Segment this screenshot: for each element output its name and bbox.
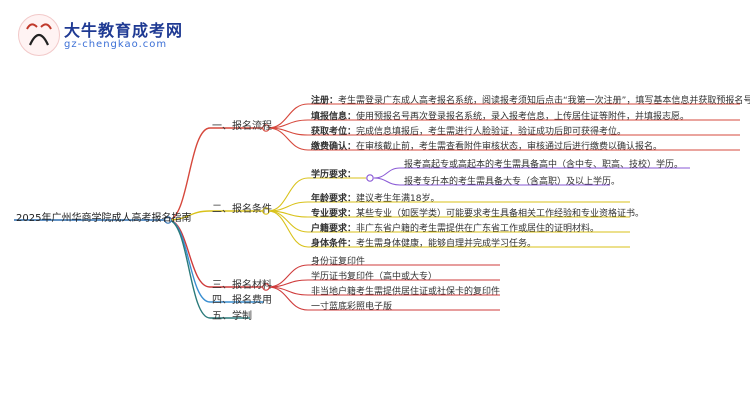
requirement-education: 学历要求：	[311, 170, 357, 180]
branch-connector	[167, 219, 211, 319]
requirement-age: 年龄要求：建议考生年满18岁。	[311, 194, 440, 204]
branch-registration-process: 一、报名流程	[212, 121, 272, 132]
branch-connector	[167, 219, 211, 303]
education-item: 报考高起专或高起本的考生需具备高中（含中专、职高、技校）学历。	[404, 160, 684, 170]
process-connector	[267, 127, 309, 151]
requirement-connector	[267, 177, 309, 212]
logo-mark	[18, 14, 60, 56]
process-step-payment: 缴费确认：在审核截止前，考生需查看附件审核状态，审核通过后进行缴费以确认报名。	[311, 142, 663, 152]
branch-fees: 四、报名费用	[212, 295, 272, 306]
process-step-register: 注册：考生需登录广东成人高考报名系统，阅读报考须知后点击“我第一次注册”，填写基…	[311, 96, 750, 106]
branch-duration: 五、学制	[212, 311, 252, 322]
requirement-health: 身体条件：考生需身体健康，能够自理并完成学习任务。	[311, 239, 537, 249]
requirement-connector	[267, 210, 309, 248]
branch-expand-handle	[262, 283, 270, 291]
root-node: 2025年广州华商学院成人高考报名指南	[16, 213, 192, 224]
branch-connector	[167, 210, 211, 221]
education-connector	[373, 177, 401, 186]
branch-connector	[167, 219, 211, 288]
branch-requirements: 二、报名条件	[212, 204, 272, 215]
education-expand-handle	[366, 174, 374, 182]
bull-logo-icon	[26, 23, 52, 46]
branch-materials: 三、报名材料	[212, 280, 272, 291]
logo-url: gz-chengkao.com	[64, 39, 168, 50]
requirement-household: 户籍要求：非广东省户籍的考生需提供在广东省工作或居住的证明材料。	[311, 224, 600, 234]
branch-expand-handle	[262, 124, 270, 132]
material-item: 非当地户籍考生需提供居住证或社保卡的复印件	[311, 287, 501, 297]
material-item: 学历证书复印件（高中或大专）	[311, 272, 438, 282]
process-step-fill-info: 填报信息：使用预报名号再次登录报名系统，录入报考信息，上传居住证等附件，并填报志…	[311, 112, 690, 122]
root-expand-handle	[164, 216, 172, 224]
process-step-get-seat: 获取考位：完成信息填报后，考生需进行人脸验证，验证成功后即可获得考位。	[311, 127, 627, 137]
education-item: 报考专升本的考生需具备大专（含高职）及以上学历。	[404, 177, 621, 187]
material-item: 一寸蓝底彩照电子版	[311, 302, 393, 312]
education-connector	[373, 167, 401, 179]
logo-title: 大牛教育成考网	[64, 21, 184, 40]
material-item: 身份证复印件	[311, 257, 366, 267]
requirement-major: 专业要求：某些专业（如医学类）可能要求考生具备相关工作经验和专业资格证书。	[311, 209, 645, 219]
material-connector	[267, 286, 309, 311]
branch-expand-handle	[262, 207, 270, 215]
branch-connector	[167, 127, 211, 221]
